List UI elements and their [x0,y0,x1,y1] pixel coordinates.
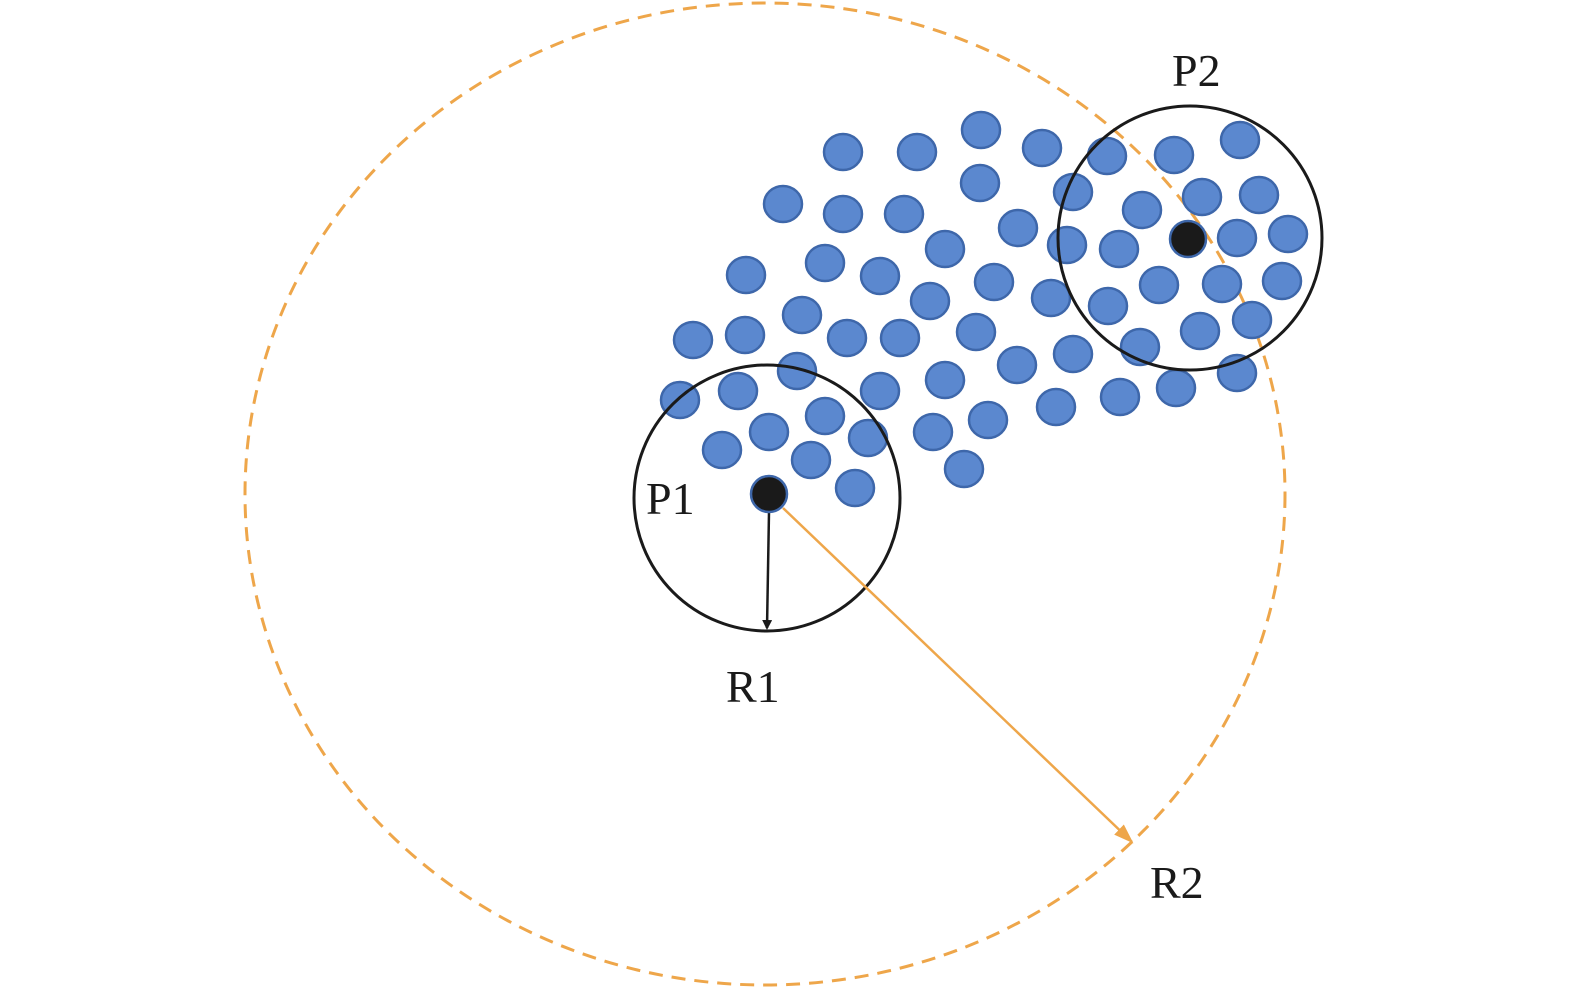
data-point [1087,286,1129,326]
data-point [1219,120,1261,160]
data-point [1035,387,1077,427]
data-point [822,132,864,172]
data-point [960,110,1002,150]
p2-neighborhood-circle [1056,104,1324,372]
data-point [1153,135,1195,175]
data-point [924,229,966,269]
data-point [672,320,714,360]
data-point [955,312,997,352]
data-point [725,255,767,295]
data-point [859,256,901,296]
data-point [781,295,823,335]
data-point [1155,368,1197,408]
data-point [1052,334,1094,374]
data-point [912,412,954,452]
r2-label: R2 [1150,857,1204,908]
data-point [959,163,1001,203]
data-point [1030,278,1072,318]
data-point [924,360,966,400]
data-point [973,262,1015,302]
data-point [1098,229,1140,269]
data-point [996,345,1038,385]
data-point [1201,264,1243,304]
data-point [1086,136,1128,176]
p2-label: P2 [1172,45,1221,96]
data-point [1021,128,1063,168]
data-point [1121,190,1163,230]
p1-label: P1 [646,473,695,524]
data-point [859,371,901,411]
p1-neighborhood-circle [632,363,902,633]
r2-radius-arrow [782,507,1134,844]
data-points [659,110,1309,508]
data-point [967,400,1009,440]
data-point [790,440,832,480]
data-point [1231,300,1273,340]
data-point [1216,218,1258,258]
r1-radius-arrow [762,511,773,630]
p1-core-point [749,474,789,514]
data-point [748,412,790,452]
data-point [776,351,818,391]
data-point [1238,175,1280,215]
data-point [717,371,759,411]
data-point [724,315,766,355]
data-point [896,132,938,172]
data-point [804,396,846,436]
r1-label: R1 [726,661,780,712]
data-point [762,184,804,224]
data-point [1179,311,1221,351]
data-point [804,243,846,283]
data-point [1099,377,1141,417]
data-point [847,418,889,458]
data-point [826,318,868,358]
data-point [883,194,925,234]
data-point [909,281,951,321]
data-point [1046,225,1088,265]
data-point [997,208,1039,248]
data-point [879,318,921,358]
data-point [822,194,864,234]
data-point [943,449,985,489]
data-point [701,430,743,470]
data-point [1261,261,1303,301]
data-point [1181,177,1223,217]
data-point [1138,265,1180,305]
p2-core-point [1168,219,1208,259]
large-radius-dashed-circle [243,1,1287,987]
data-point [834,468,876,508]
data-point [1267,214,1309,254]
